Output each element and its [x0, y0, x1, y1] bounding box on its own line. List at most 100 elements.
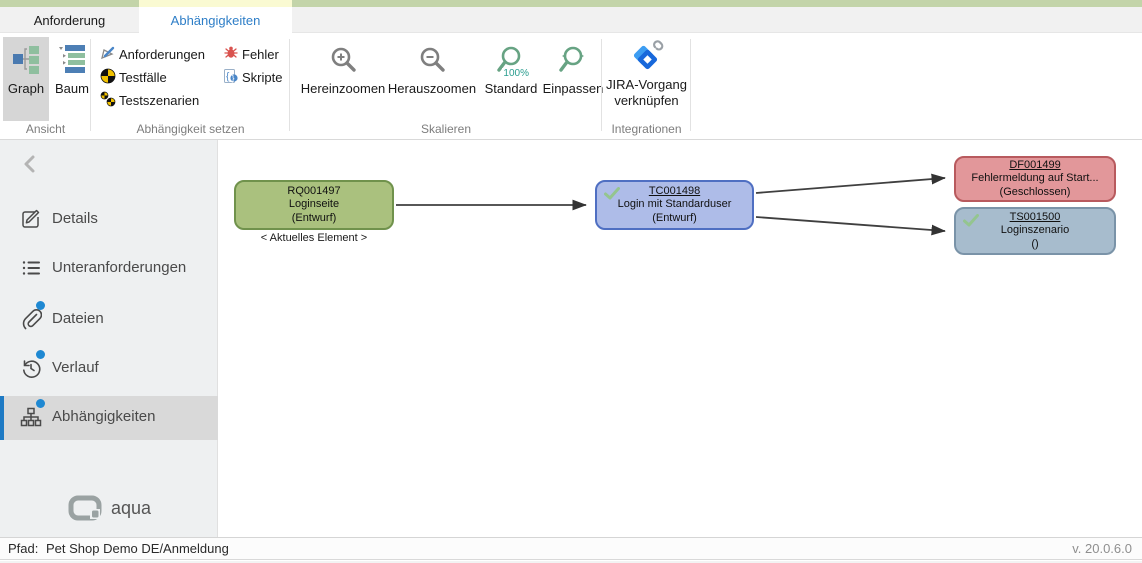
jira-label-line2: verknüpfen: [614, 93, 679, 108]
set-dependency-testfaelle-button[interactable]: Testfälle: [100, 67, 167, 87]
group-label-ansicht: Ansicht: [25, 122, 66, 136]
tree-view-icon: [56, 37, 88, 81]
graph-edges: [396, 173, 946, 236]
zoom-fit-label: Einpassen: [542, 81, 604, 96]
tab-anforderung[interactable]: Anforderung: [33, 12, 106, 28]
edit-icon: [20, 208, 42, 230]
testcase-icon: [100, 68, 116, 87]
notification-badge: [36, 301, 45, 310]
graph-view-icon: [10, 37, 42, 81]
active-tab-highlight: [139, 0, 292, 7]
svg-text:}: }: [232, 73, 235, 83]
node-status: (Entwurf): [291, 211, 337, 224]
sidebar-item-verlauf[interactable]: Verlauf: [0, 347, 218, 389]
window-top-strip: [0, 0, 1142, 7]
notification-badge: [36, 350, 45, 359]
svg-text:{: {: [226, 71, 230, 82]
ribbon-group-ansicht: Graph Baum Ansicht: [0, 33, 91, 139]
aqua-logo-text: aqua: [110, 497, 152, 518]
requirement-icon: [100, 45, 116, 64]
check-icon: [604, 187, 620, 205]
path-label: Pfad:: [8, 541, 39, 556]
set-dependency-anforderungen-button[interactable]: Anforderungen: [100, 44, 205, 64]
zoom-out-icon: [417, 39, 447, 81]
sidebar-item-label: Verlauf: [52, 359, 99, 376]
graph-view-label: Graph: [7, 81, 45, 96]
zoom-out-button[interactable]: Herauszoomen: [386, 39, 478, 119]
sidebar-item-label: Abhängigkeiten: [52, 408, 156, 425]
zoom-standard-label-text: Herauszoomen: [387, 81, 477, 96]
set-dependency-skripte-button[interactable]: { } Skripte: [223, 67, 282, 87]
ribbon-group-skalieren: Hereinzoomen Herauszoomen 100% Standard: [290, 33, 604, 139]
fehler-label: Fehler: [242, 46, 279, 62]
tree-view-button[interactable]: Baum: [51, 37, 93, 121]
node-id: RQ001497: [287, 184, 341, 197]
jira-link-button[interactable]: JIRA-Vorgang verknüpfen: [604, 37, 689, 125]
sidebar-item-dateien[interactable]: Dateien: [0, 298, 218, 340]
set-dependency-testszenarien-button[interactable]: Testszenarien: [100, 90, 199, 110]
selected-indicator: [0, 396, 4, 440]
sidebar-item-label: Details: [52, 210, 98, 227]
node-status: (Entwurf): [652, 211, 697, 224]
zoom-in-button[interactable]: Hereinzoomen: [300, 39, 386, 119]
anforderungen-label: Anforderungen: [119, 46, 206, 62]
graph-node-requirement[interactable]: RQ001497 Loginseite (Entwurf): [234, 180, 394, 230]
jira-icon: [628, 37, 666, 77]
tab-bar: Anforderung Abhängigkeiten: [0, 7, 1142, 33]
set-dependency-fehler-button[interactable]: Fehler: [223, 44, 279, 64]
aqua-logo-icon: [68, 495, 102, 521]
zoom-standard-button[interactable]: 100% Standard: [478, 39, 544, 119]
node-title: Loginszenario: [1000, 224, 1070, 237]
history-icon: [20, 357, 42, 379]
chevron-left-icon: [24, 155, 35, 173]
script-icon: { }: [223, 68, 239, 87]
sidebar-item-unteranforderungen[interactable]: Unteranforderungen: [0, 247, 218, 289]
ribbon-group-abhaengigkeit-setzen: Anforderungen Testfälle: [91, 33, 290, 139]
node-status: (): [1031, 237, 1039, 250]
skripte-label: Skripte: [242, 69, 283, 85]
graph-node-testscenario[interactable]: TS001500 Loginszenario (): [954, 207, 1116, 255]
zoom-fit-button[interactable]: Einpassen: [542, 39, 604, 119]
path-value: Pet Shop Demo DE/Anmeldung: [46, 541, 229, 556]
version-label: v. 20.0.6.0: [1072, 541, 1132, 556]
sidebar-collapse-button[interactable]: [22, 154, 42, 176]
dependency-graph-canvas[interactable]: RQ001497 Loginseite (Entwurf) < Aktuelle…: [219, 140, 1142, 537]
node-id[interactable]: TC001498: [648, 184, 701, 197]
zoom-in-icon: [328, 39, 358, 81]
sidebar: Details Unteranforderungen Dateien: [0, 140, 218, 537]
node-title: Fehlermeldung auf Start...: [971, 172, 1099, 185]
sidebar-item-label: Unteranforderungen: [52, 259, 187, 276]
testscenario-icon: [100, 91, 116, 110]
paperclip-icon: [20, 308, 43, 330]
tab-abhaengigkeiten[interactable]: Abhängigkeiten: [139, 7, 292, 33]
aqua-logo: aqua: [0, 490, 218, 526]
list-icon: [20, 257, 42, 279]
node-title: Login mit Standarduser: [617, 198, 732, 211]
node-id[interactable]: DF001499: [1009, 158, 1061, 171]
node-status: (Geschlossen): [999, 185, 1071, 198]
current-element-label: < Aktuelles Element >: [260, 232, 368, 244]
testszenarien-label: Testszenarien: [119, 92, 200, 108]
zoom-percent-label: 100%: [502, 68, 530, 79]
node-id[interactable]: TS001500: [1009, 210, 1061, 223]
check-icon: [963, 214, 979, 232]
zoom-fit-icon: [556, 39, 590, 81]
testfaelle-label: Testfälle: [119, 69, 167, 85]
jira-label-line1: JIRA-Vorgang: [606, 77, 687, 92]
graph-node-testcase[interactable]: TC001498 Login mit Standarduser (Entwurf…: [595, 180, 754, 230]
notification-badge: [36, 399, 45, 408]
group-label-abhaengigkeit-setzen: Abhängigkeit setzen: [136, 122, 245, 136]
status-bar: Pfad: Pet Shop Demo DE/Anmeldung v. 20.0…: [0, 537, 1142, 560]
graph-node-defect[interactable]: DF001499 Fehlermeldung auf Start... (Ges…: [954, 156, 1116, 202]
graph-view-button[interactable]: Graph: [3, 37, 49, 121]
window-bottom-edge: [0, 561, 1142, 563]
zoom-standard-label: Standard: [484, 81, 538, 96]
bug-icon: [223, 45, 239, 64]
tree-view-label: Baum: [55, 81, 89, 96]
zoom-in-label: Hereinzoomen: [300, 81, 386, 96]
sidebar-item-abhaengigkeiten[interactable]: Abhängigkeiten: [0, 396, 218, 440]
sidebar-item-details[interactable]: Details: [0, 198, 218, 240]
ribbon-group-integrationen: JIRA-Vorgang verknüpfen Integrationen: [602, 33, 691, 139]
group-label-integrationen: Integrationen: [611, 122, 682, 136]
sidebar-item-label: Dateien: [52, 310, 104, 327]
